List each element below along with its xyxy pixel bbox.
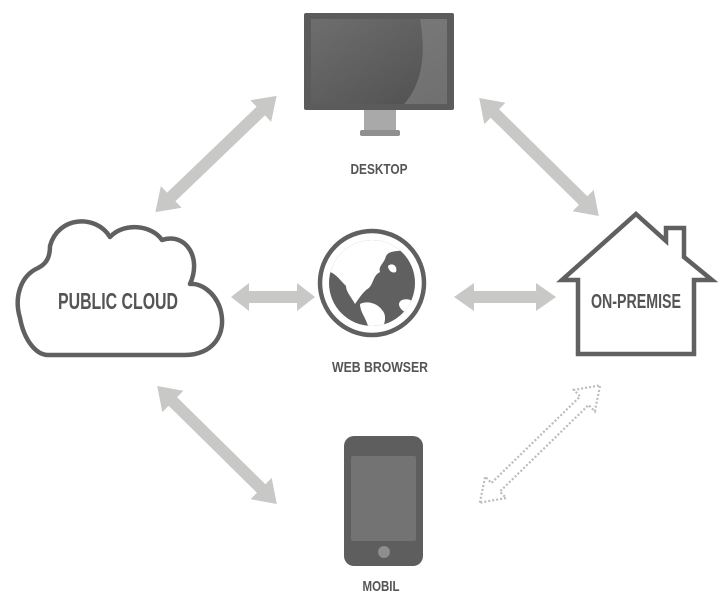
- web-browser-label: WEB BROWSER: [332, 359, 428, 376]
- on-premise-label: ON-PREMISE: [591, 291, 681, 313]
- desktop-label: DESKTOP: [351, 161, 408, 178]
- house-icon: [556, 210, 719, 357]
- mobile-phone-icon: [344, 436, 423, 566]
- public-cloud-label: PUBLIC CLOUD: [58, 288, 178, 314]
- arrow-browser-onpremise: [454, 283, 556, 311]
- arrow-cloud-mobile: [157, 386, 277, 504]
- mobile-label: MOBIL: [363, 578, 400, 593]
- public-cloud-node: PUBLIC CLOUD: [15, 219, 225, 358]
- arrow-cloud-browser: [231, 283, 315, 311]
- globe-icon: [317, 228, 427, 338]
- arrow-cloud-desktop: [155, 95, 277, 213]
- on-premise-node: ON-PREMISE: [556, 210, 719, 357]
- mobile-node: MOBIL: [344, 436, 423, 593]
- desktop-node: DESKTOP: [304, 13, 454, 178]
- cloud-icon: [15, 219, 225, 358]
- arrow-desktop-onpremise: [479, 98, 599, 216]
- dotted-arrow-mobile-onpremise: [478, 383, 602, 505]
- desktop-monitor-icon: [304, 13, 454, 136]
- web-browser-node: WEB BROWSER: [317, 228, 428, 376]
